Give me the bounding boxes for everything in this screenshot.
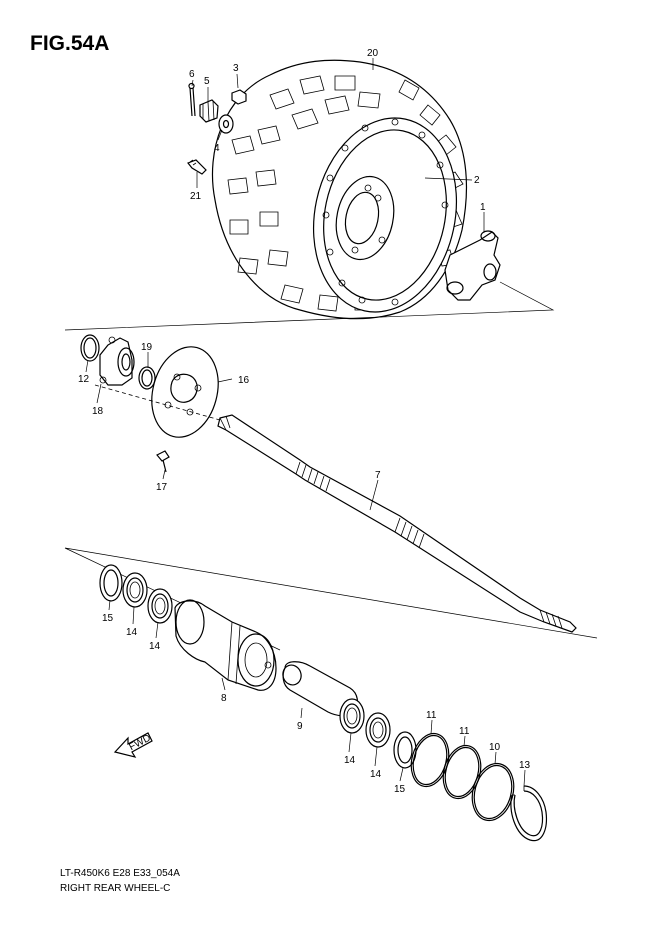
axle-housing-part-8	[174, 599, 277, 691]
section-name: RIGHT REAR WHEEL-C	[60, 883, 170, 894]
fwd-label: FWD	[127, 733, 152, 753]
callout-10: 10	[489, 742, 501, 753]
brake-disc-part-16	[151, 346, 219, 438]
bearing-part-14-lower-a	[339, 698, 365, 734]
callout-17: 17	[156, 482, 168, 493]
oring-part-10	[471, 762, 515, 822]
section-boundary-upper	[64, 281, 555, 331]
oring-part-11-b	[442, 744, 482, 800]
circlip-part-12	[80, 334, 100, 362]
callout-13: 13	[519, 760, 531, 771]
nut-part-3	[231, 89, 247, 105]
circlip-part-13	[510, 785, 548, 842]
bearing-part-14-upper-a	[122, 572, 148, 608]
oring-part-19	[138, 366, 156, 390]
callout-14-lower-a: 14	[344, 755, 356, 766]
callout-19: 19	[141, 342, 153, 353]
callout-3: 3	[233, 63, 239, 74]
callout-20: 20	[367, 48, 379, 59]
valve-part-21	[187, 159, 207, 175]
callout-11-a: 11	[426, 710, 437, 721]
callout-18: 18	[92, 406, 104, 417]
fwd-arrow-icon: FWD	[113, 732, 153, 758]
tire-part-20	[211, 59, 468, 320]
callout-7: 7	[375, 470, 381, 481]
cotter-pin-part-6	[188, 82, 196, 117]
seal-part-15-upper	[99, 564, 123, 602]
callout-14-lower-b: 14	[370, 769, 382, 780]
callout-16: 16	[238, 375, 250, 386]
hub-part-1	[444, 230, 501, 301]
callout-15-lower: 15	[394, 784, 406, 795]
callout-11-b: 11	[459, 726, 470, 737]
bearing-part-14-lower-b	[365, 712, 391, 748]
callout-6: 6	[189, 69, 195, 80]
bolt-part-17	[156, 450, 170, 473]
callout-14-upper-a: 14	[126, 627, 138, 638]
callout-2: 2	[474, 175, 480, 186]
callout-12: 12	[78, 374, 90, 385]
bearing-part-14-upper-b	[147, 588, 173, 624]
callout-21: 21	[190, 191, 202, 202]
callout-15-upper: 15	[102, 613, 114, 624]
model-code: LT-R450K6 E28 E33_054A	[60, 868, 180, 879]
figure-title: FIG.54A	[30, 32, 109, 55]
callout-1: 1	[480, 202, 486, 213]
hub-flange-part-18	[99, 336, 135, 386]
callout-14-upper-b: 14	[149, 641, 161, 652]
callout-labels: 20 1 2 3 5 6 4 21 19 12 18 16 17 7 15 14…	[78, 48, 531, 795]
leader-lines	[85, 58, 526, 787]
callout-5: 5	[204, 76, 210, 87]
castle-nut-part-5	[199, 99, 219, 123]
washer-part-4	[218, 114, 234, 134]
seal-part-15-lower	[393, 731, 417, 769]
callout-9: 9	[297, 721, 303, 732]
axle-part-7	[217, 414, 577, 633]
callout-8: 8	[221, 693, 227, 704]
center-line-brake	[94, 384, 221, 421]
callout-4: 4	[214, 143, 220, 154]
